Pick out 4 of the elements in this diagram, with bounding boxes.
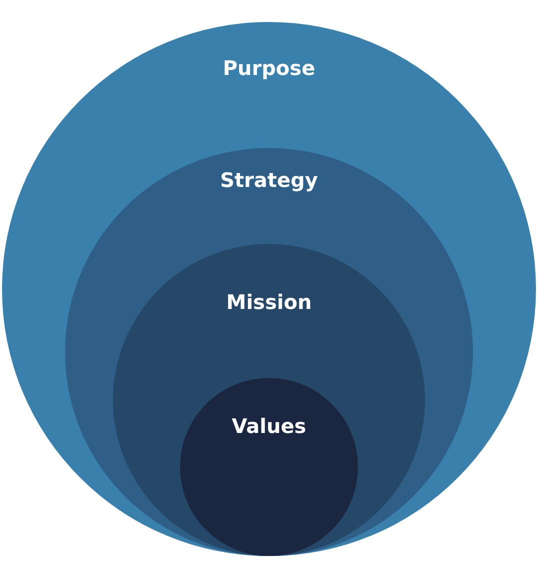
circle-label: Values bbox=[232, 414, 306, 438]
circle-label: Strategy bbox=[220, 168, 318, 192]
circle-label: Mission bbox=[226, 290, 312, 314]
circle-label: Purpose bbox=[222, 56, 316, 80]
